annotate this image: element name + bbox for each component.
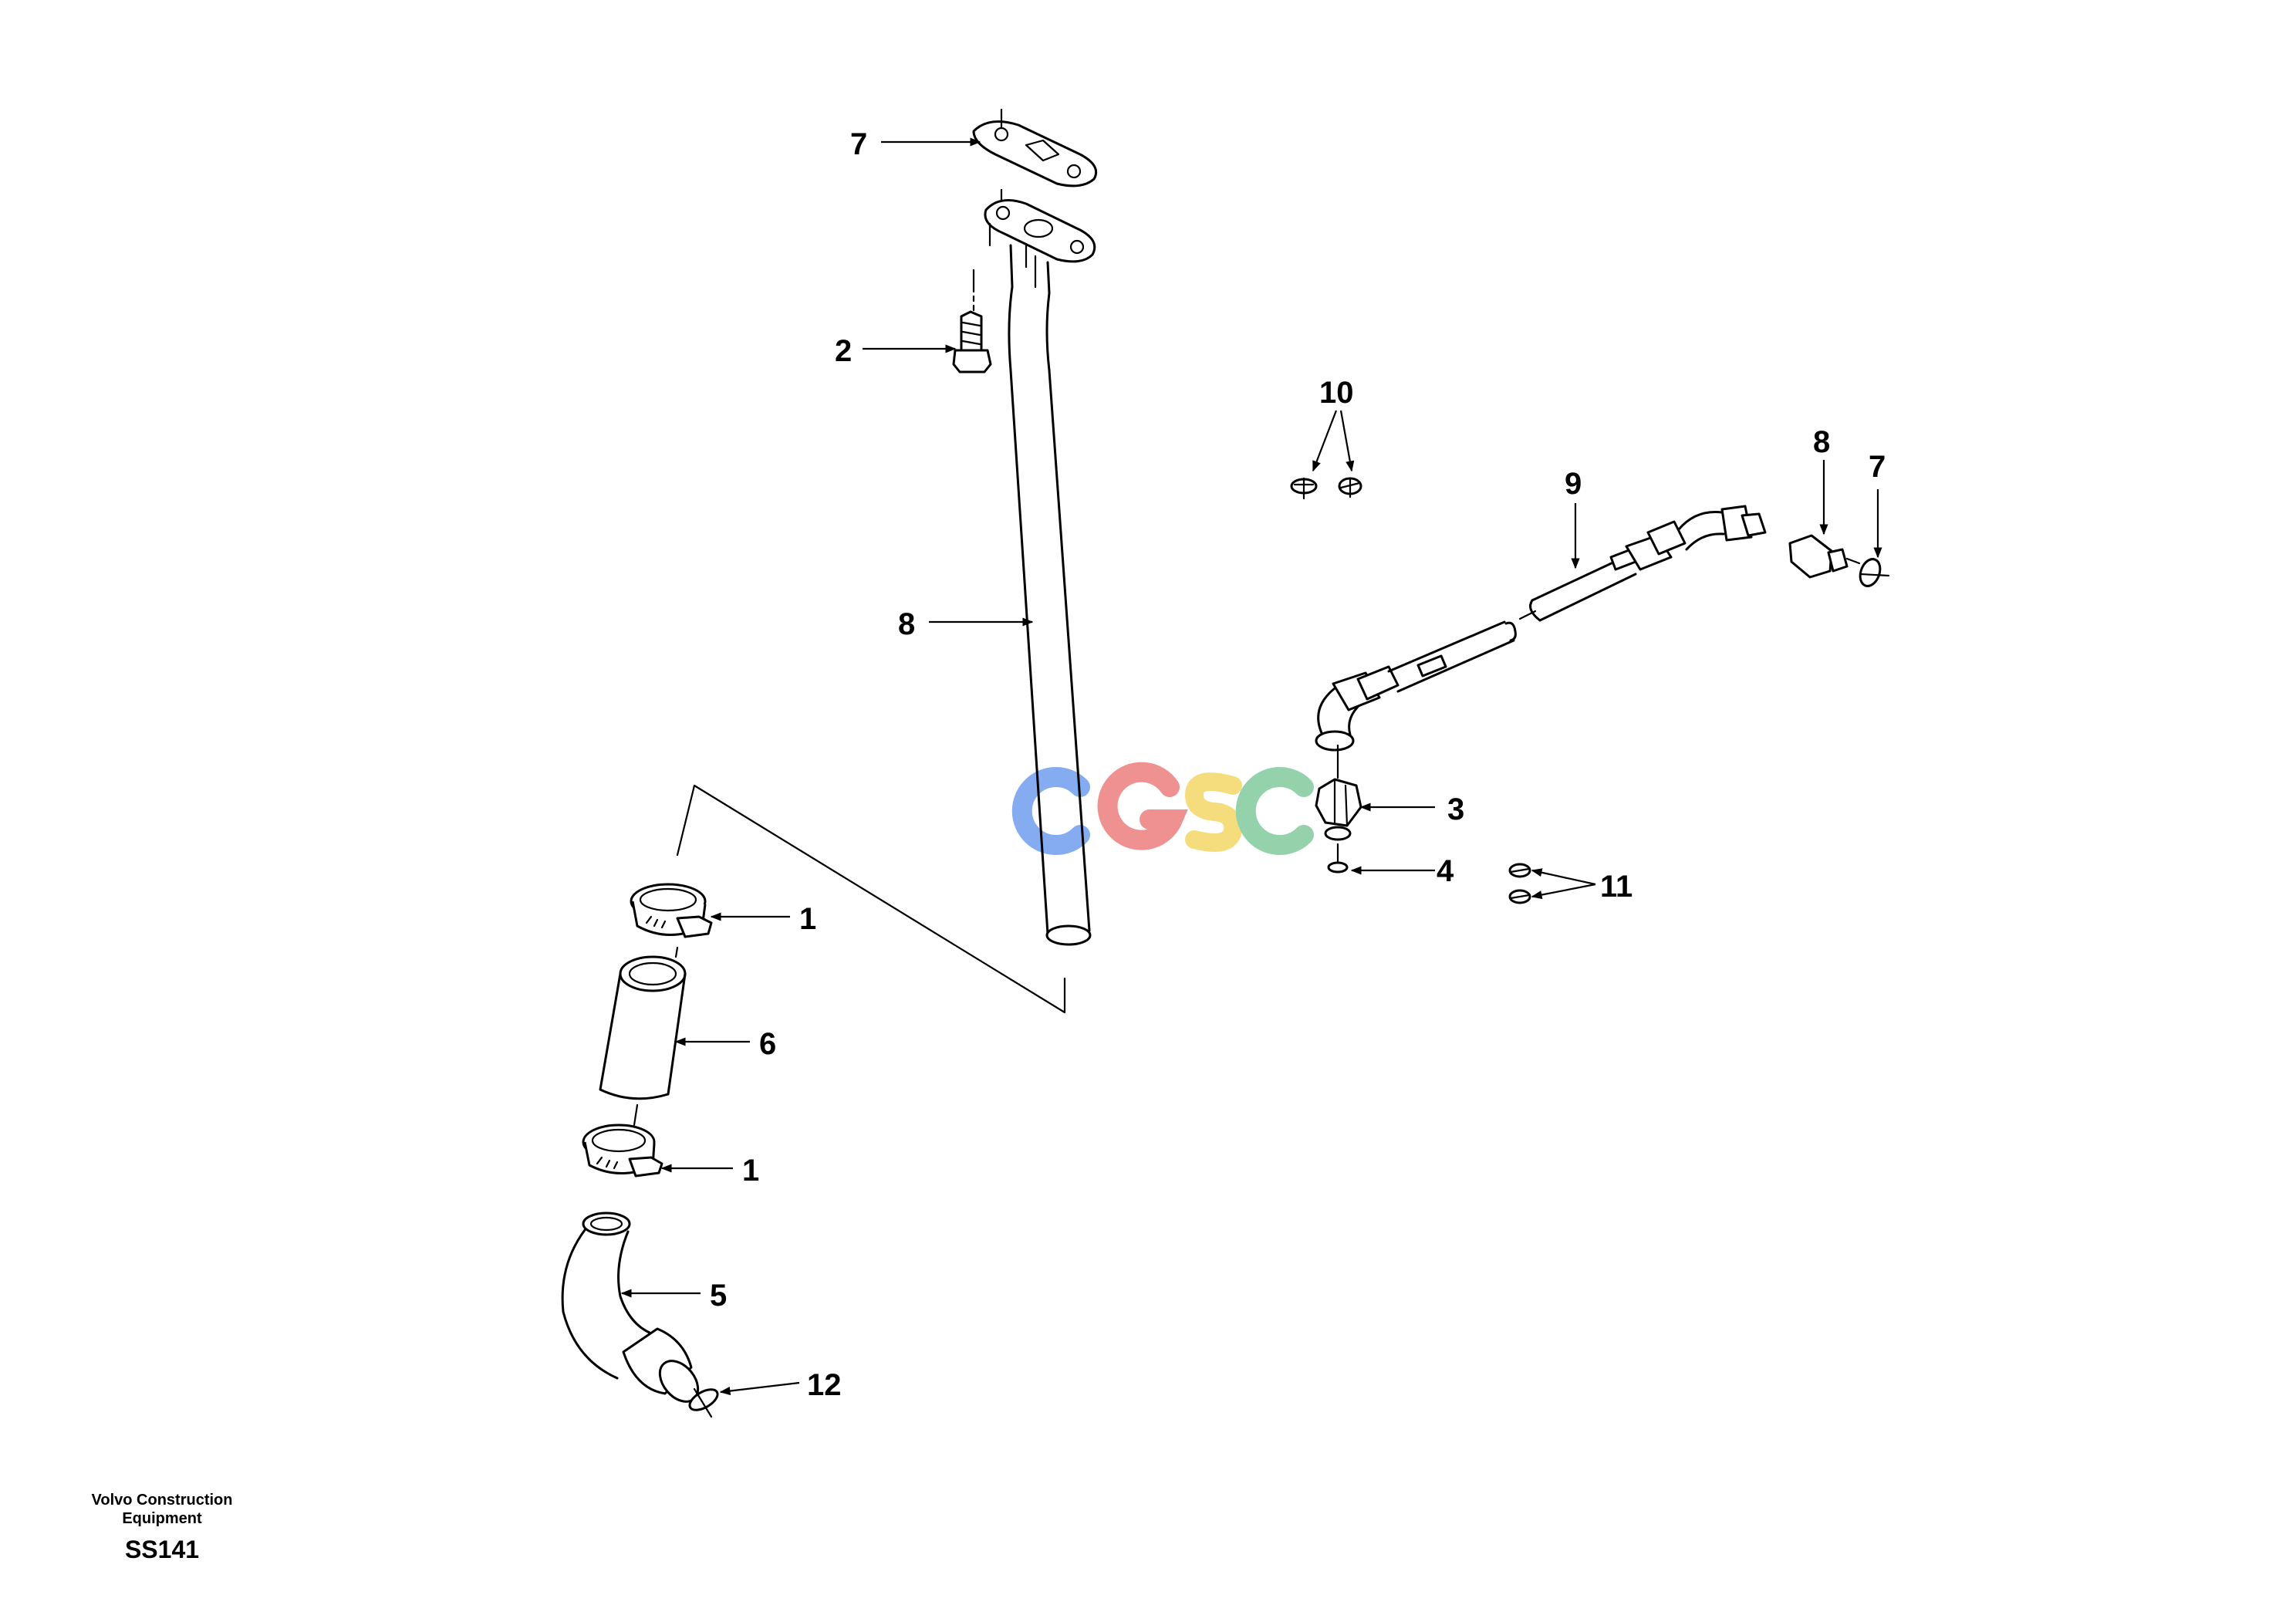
leader-lines bbox=[620, 137, 1882, 1396]
o-ring-part-7-right bbox=[1859, 558, 1890, 587]
footer-company: Volvo Construction Equipment bbox=[91, 1492, 233, 1527]
pipe-part-9-right bbox=[1315, 505, 1767, 752]
nut-part-3 bbox=[1315, 744, 1362, 841]
washer-part-4 bbox=[1327, 843, 1349, 874]
callout-8-right: 8 bbox=[1813, 425, 1830, 459]
hose-clamp-part-1-bottom bbox=[582, 1124, 663, 1178]
callout-7-top: 7 bbox=[850, 127, 867, 161]
callout-1-bottom: 1 bbox=[742, 1154, 759, 1188]
callout-7-right: 7 bbox=[1869, 450, 1886, 484]
washer-part-11-b bbox=[1508, 889, 1531, 904]
callout-5: 5 bbox=[710, 1279, 727, 1313]
assembly-outline bbox=[676, 784, 1066, 1014]
hose-clamp-part-1-top bbox=[630, 883, 713, 938]
washer-part-11-a bbox=[1508, 863, 1531, 878]
callout-3: 3 bbox=[1447, 792, 1464, 826]
connector-part-8-right bbox=[1788, 534, 1861, 579]
callout-8-left: 8 bbox=[898, 607, 915, 641]
clip-part-10-b bbox=[1338, 477, 1362, 498]
flange-pipe-8-top bbox=[984, 188, 1096, 269]
callout-2: 2 bbox=[835, 334, 852, 368]
bolt-part-2 bbox=[952, 310, 992, 373]
callout-6: 6 bbox=[759, 1027, 776, 1061]
cgsc-watermark bbox=[1011, 762, 1314, 855]
callout-11: 11 bbox=[1600, 870, 1633, 904]
callout-12: 12 bbox=[807, 1368, 842, 1402]
hose-part-6 bbox=[599, 946, 687, 1127]
footer-diagram-code: SS141 bbox=[124, 1536, 200, 1563]
bent-pipe-part-5 bbox=[561, 1211, 700, 1403]
o-ring-part-12 bbox=[688, 1387, 719, 1418]
gasket-part-7-top bbox=[972, 108, 1098, 188]
pipe-part-8-left bbox=[972, 244, 1092, 946]
callout-4: 4 bbox=[1437, 854, 1454, 888]
clip-part-10-a bbox=[1290, 477, 1318, 500]
callout-9: 9 bbox=[1565, 467, 1582, 501]
callout-10: 10 bbox=[1319, 376, 1354, 410]
callout-1-top: 1 bbox=[799, 902, 816, 936]
